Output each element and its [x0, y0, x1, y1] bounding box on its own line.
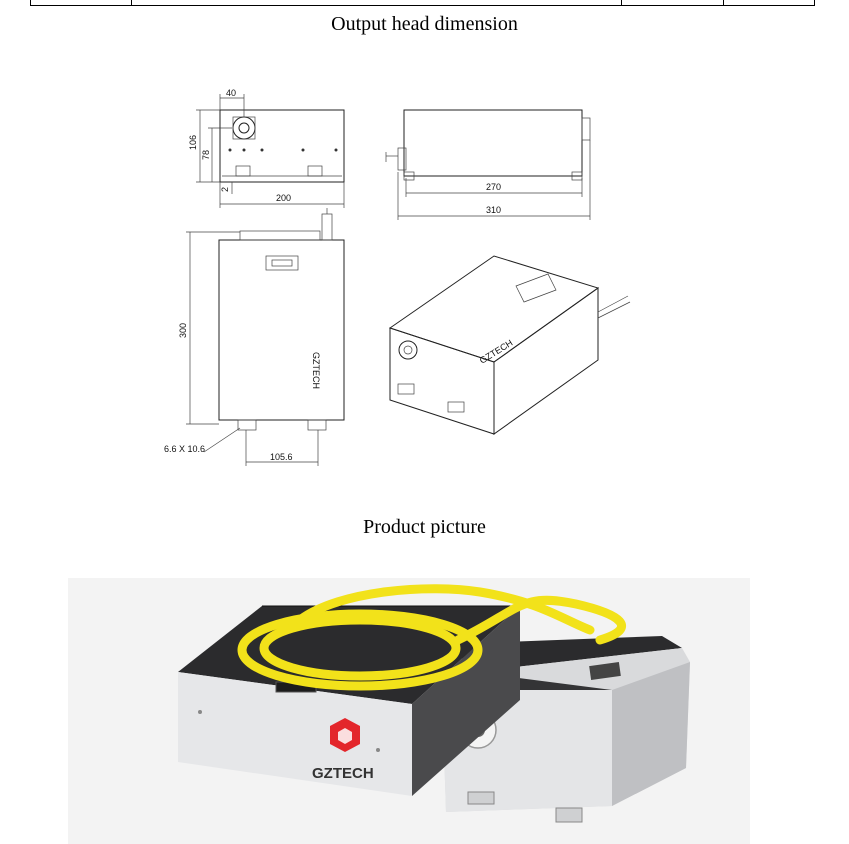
gztech-logo-icon	[330, 718, 360, 752]
dim-40: 40	[226, 88, 236, 98]
front-view	[196, 94, 345, 208]
dim-78: 78	[201, 150, 211, 160]
side-view	[385, 109, 591, 220]
dim-200: 200	[276, 193, 291, 203]
dim-105-6: 105.6	[270, 452, 293, 462]
top-view	[186, 208, 345, 466]
isometric-view	[388, 255, 631, 435]
dim-310: 310	[486, 205, 501, 215]
fiber-cable	[237, 584, 627, 691]
drawing-brand-side: GZTECH	[311, 352, 321, 389]
dim-270: 270	[486, 182, 501, 192]
dim-2: 2	[220, 187, 230, 192]
table-bottom-edge	[30, 0, 815, 6]
dim-hole-size: 6.6 X 10.6	[164, 444, 205, 454]
output-head-dimension-heading: Output head dimension	[331, 13, 518, 35]
photo-brand-text: GZTECH	[312, 765, 374, 782]
dim-300: 300	[178, 323, 188, 338]
dim-106: 106	[188, 135, 198, 150]
product-picture-heading: Product picture	[363, 516, 486, 538]
